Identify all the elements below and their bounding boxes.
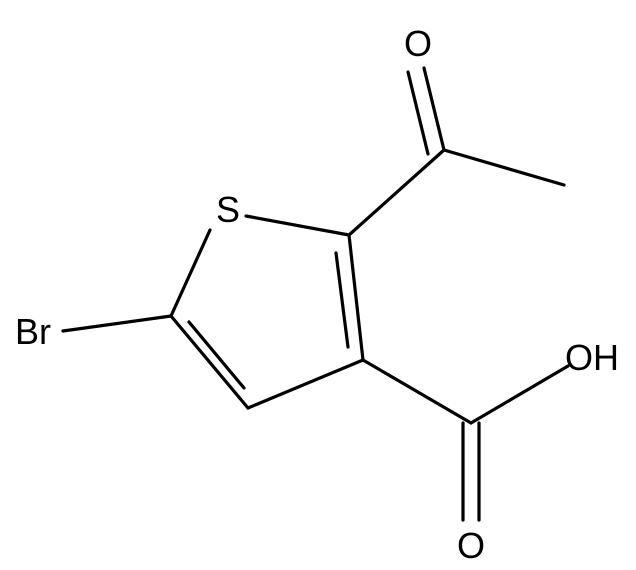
- hydroxyl-label: OH: [565, 337, 619, 378]
- bond-acyl-o-a: [422, 66, 446, 152]
- bond-c3-c4: [246, 358, 365, 410]
- bond-c3-carboxyl: [361, 358, 473, 425]
- bond-c2-c3: [347, 233, 365, 362]
- bond-c4-c5: [169, 314, 250, 410]
- bromine-label: Br: [15, 311, 51, 352]
- bond-c5-s: [169, 228, 212, 318]
- bond-c4-c5-inner: [187, 320, 246, 390]
- bond-acyl-methyl: [442, 148, 566, 187]
- sulfur-label: S: [216, 189, 240, 230]
- bond-c5-br: [61, 314, 173, 333]
- bond-c2-c3-inner: [334, 251, 350, 349]
- ketone-oxygen-label: O: [404, 23, 432, 64]
- bond-acyl-o-b: [406, 70, 430, 156]
- bond-c2-acyl: [347, 148, 446, 237]
- bond-carboxyl-oh: [469, 364, 570, 425]
- bond-s-c2: [244, 214, 351, 237]
- carbonyl-oxygen-label: O: [457, 525, 485, 566]
